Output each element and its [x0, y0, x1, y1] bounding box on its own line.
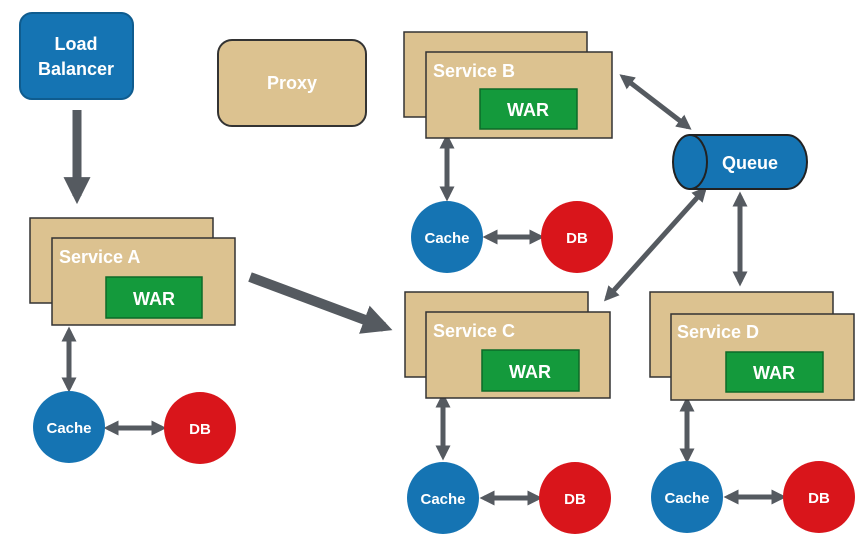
db-d-label: DB: [808, 490, 830, 507]
cache-b-label: Cache: [424, 230, 469, 247]
queue-node: Queue: [672, 134, 808, 190]
db-c-label: DB: [564, 491, 586, 508]
data-stores: Cache DB Cache DB Cache DB Cache DB: [33, 201, 855, 534]
load-balancer-box: [19, 12, 134, 100]
load-balancer-label-line1: Load: [55, 34, 98, 54]
proxy-node: Proxy: [217, 39, 367, 127]
service-b-war-box: [479, 88, 578, 130]
service-b-label: Service B: [433, 61, 515, 81]
service-b: Service B WAR: [403, 31, 613, 139]
cache-b: [411, 201, 483, 273]
cache-c-label: Cache: [420, 491, 465, 508]
service-a: Service A WAR: [29, 217, 236, 326]
connection-arrows: [61, 74, 787, 506]
cache-d: [651, 461, 723, 533]
arrow-queue-service-c: [603, 186, 708, 302]
service-a-label: Service A: [59, 247, 140, 267]
db-a: [164, 392, 236, 464]
cache-a: [33, 391, 105, 463]
proxy-box: [217, 39, 367, 127]
load-balancer-label-line2: Balancer: [38, 59, 114, 79]
load-balancer-node: Load Balancer: [19, 12, 134, 100]
service-d: Service D WAR: [649, 291, 855, 401]
arrow-service-a-to-service-c: [248, 272, 393, 334]
service-c-war-label: WAR: [509, 362, 551, 382]
arrow-service-b-queue: [619, 74, 692, 130]
service-d-label: Service D: [677, 322, 759, 342]
cache-a-label: Cache: [46, 420, 91, 437]
db-b: [541, 201, 613, 273]
cache-c: [407, 462, 479, 534]
db-a-label: DB: [189, 421, 211, 438]
queue-cap: [672, 134, 708, 190]
service-c-label: Service C: [433, 321, 515, 341]
db-c: [539, 462, 611, 534]
service-c-war-box: [481, 349, 580, 392]
queue-body: [689, 134, 808, 190]
cache-d-label: Cache: [664, 490, 709, 507]
service-a-war-label: WAR: [133, 289, 175, 309]
service-d-war-box: [725, 351, 824, 393]
db-b-label: DB: [566, 230, 588, 247]
service-d-war-label: WAR: [753, 363, 795, 383]
service-a-war-box: [105, 276, 203, 319]
queue-label: Queue: [722, 153, 778, 173]
proxy-label: Proxy: [267, 73, 317, 93]
service-b-war-label: WAR: [507, 100, 549, 120]
db-d: [783, 461, 855, 533]
service-c: Service C WAR: [404, 291, 611, 399]
